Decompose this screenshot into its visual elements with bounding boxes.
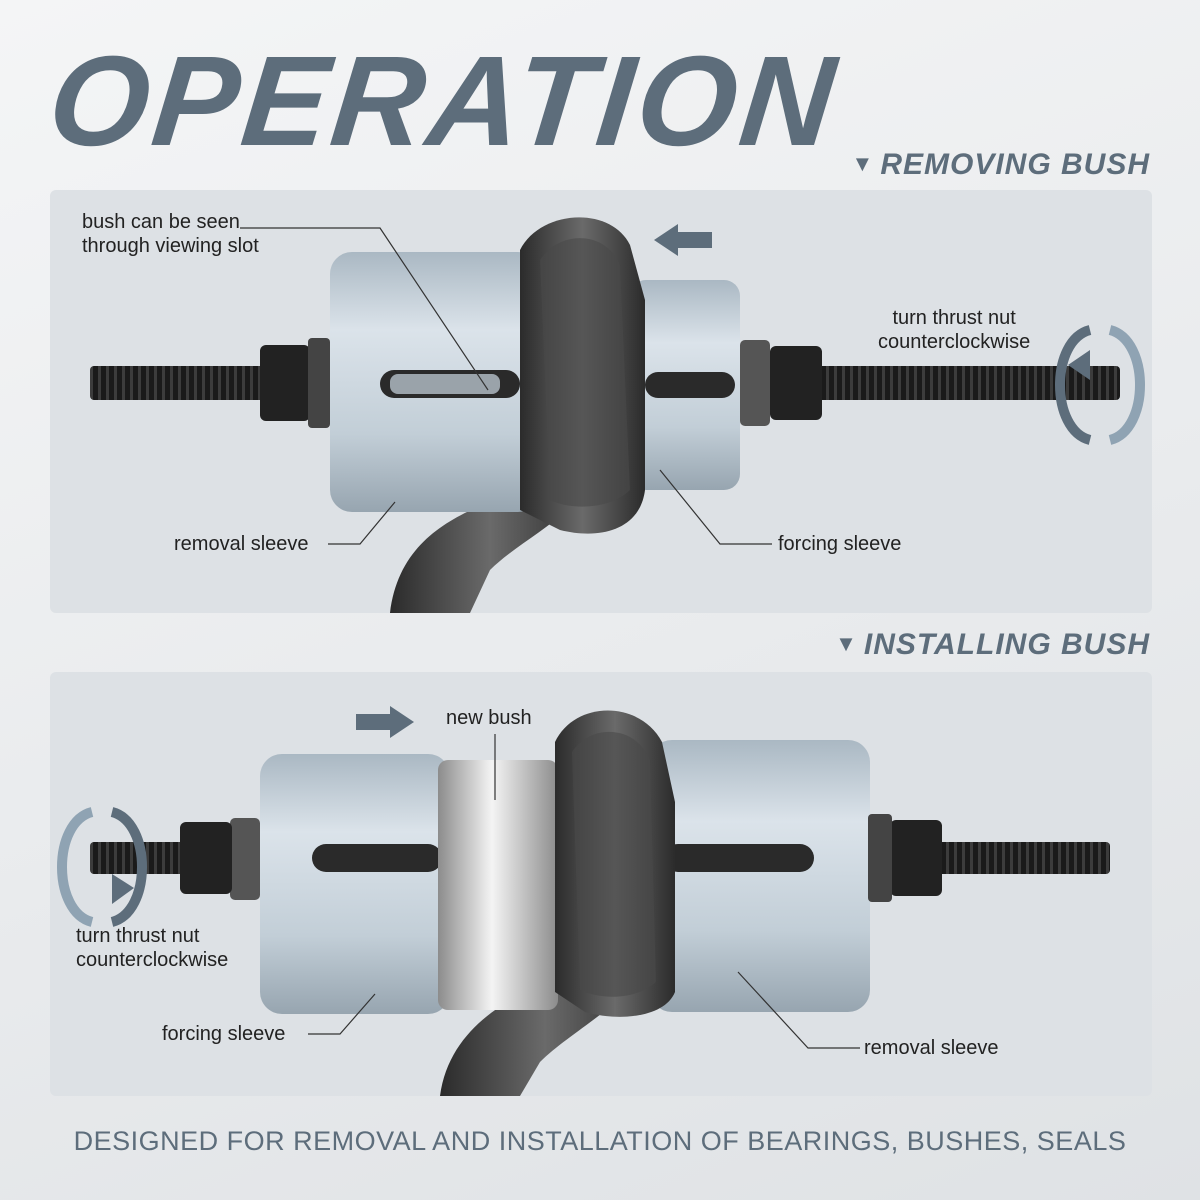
- leader-removal-sleeve: [328, 501, 396, 545]
- leader-forcing-sleeve: [659, 469, 772, 545]
- right-thrust-nut: [770, 346, 822, 420]
- page-title: OPERATION: [42, 30, 846, 173]
- rotate-counterclockwise-icon: [57, 807, 147, 927]
- leader-forcing-sleeve: [308, 993, 376, 1035]
- new-bush: [438, 760, 558, 1010]
- label-forcing-sleeve-installing: forcing sleeve: [162, 1023, 286, 1045]
- left-bearing-washer: [230, 818, 260, 900]
- arrow-left-icon: [654, 224, 712, 256]
- right-bearing-washer: [740, 340, 770, 426]
- removal-sleeve: [650, 740, 870, 1012]
- forcing-sleeve: [260, 754, 450, 1014]
- section-heading-installing: ▼INSTALLING BUSH: [835, 628, 1150, 662]
- triangle-down-icon: ▼: [851, 151, 875, 176]
- left-thrust-nut: [260, 345, 310, 421]
- label-forcing-sleeve: forcing sleeve: [778, 533, 902, 555]
- triangle-down-icon: ▼: [835, 631, 858, 656]
- installing-heading-text: INSTALLING BUSH: [863, 628, 1150, 661]
- installing-illustration: [57, 706, 1110, 1096]
- label-removal-sleeve: removal sleeve: [174, 533, 309, 555]
- footer-tagline: DESIGNED FOR REMOVAL AND INSTALLATION OF…: [73, 1126, 1127, 1156]
- label-viewing-slot: bush can be seen through viewing slot: [82, 211, 259, 257]
- right-thrust-nut: [890, 820, 942, 896]
- leader-removal-sleeve: [737, 971, 860, 1049]
- section-heading-removing: ▼REMOVING BUSH: [852, 148, 1150, 182]
- arrow-right-icon: [356, 706, 414, 738]
- leader-viewing-slot: [240, 227, 489, 391]
- label-new-bush: new bush: [446, 707, 532, 729]
- removing-panel: bush can be seen through viewing slot tu…: [50, 190, 1152, 613]
- label-removal-sleeve-installing: removal sleeve: [864, 1037, 999, 1059]
- removing-illustration: [90, 217, 1145, 613]
- left-thrust-nut: [180, 822, 232, 894]
- installing-panel: new bush turn thrust nut counterclockwis…: [50, 672, 1152, 1096]
- label-thrust-nut-removing: turn thrust nut counterclockwise: [878, 307, 1031, 353]
- removing-heading-text: REMOVING BUSH: [880, 148, 1150, 181]
- rotate-counterclockwise-icon: [1055, 325, 1145, 445]
- label-thrust-nut-installing: turn thrust nut counterclockwise: [76, 925, 229, 971]
